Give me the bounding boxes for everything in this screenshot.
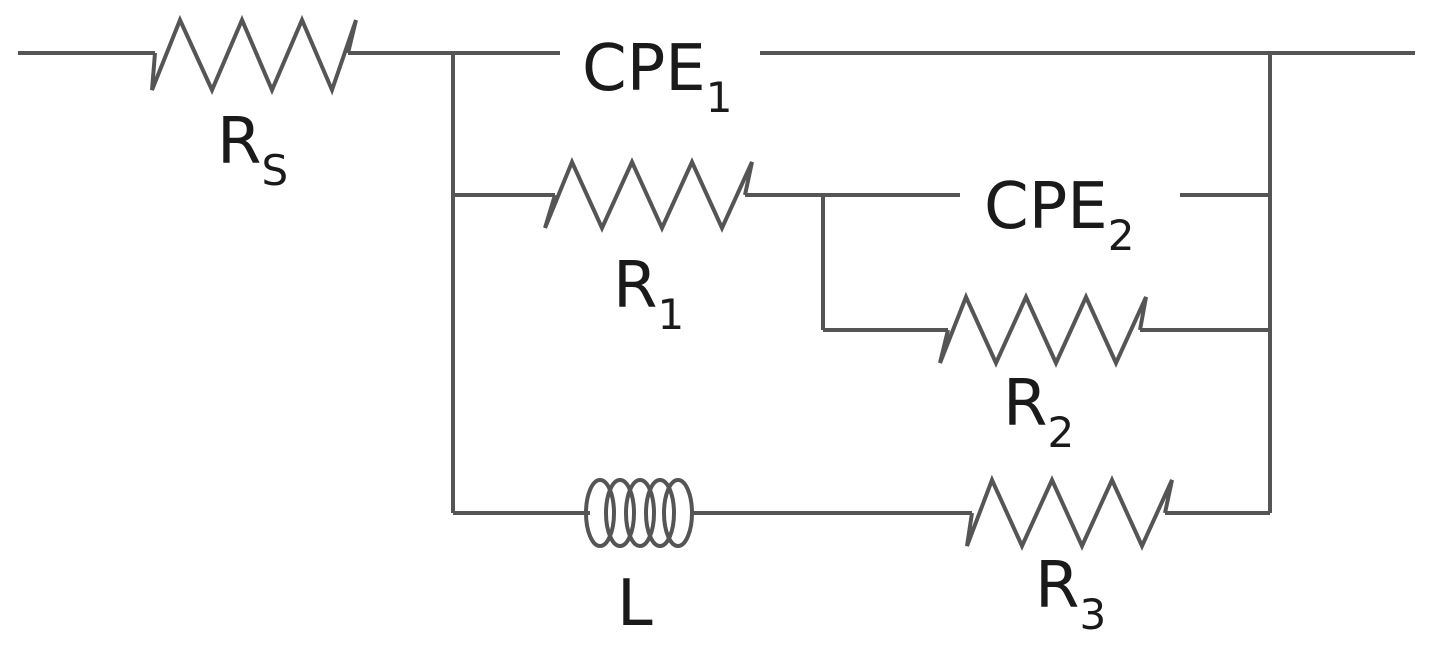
cpe1-label: CPE1 <box>582 32 732 122</box>
r2-label: R2 <box>1003 367 1074 457</box>
cpe2-label: CPE2 <box>984 170 1134 260</box>
r3-label: R3 <box>1035 549 1106 639</box>
resistor-r1-symbol <box>543 156 754 233</box>
inductor-label: L <box>617 567 653 641</box>
resistor-r2-symbol <box>938 291 1148 368</box>
r1-label: R1 <box>613 249 684 339</box>
rs-label: RS <box>217 105 288 195</box>
resistor-rs-symbol <box>150 14 358 96</box>
resistor-r3-symbol <box>965 474 1174 551</box>
inductor-l-symbol <box>584 478 694 548</box>
wires <box>18 51 1415 515</box>
